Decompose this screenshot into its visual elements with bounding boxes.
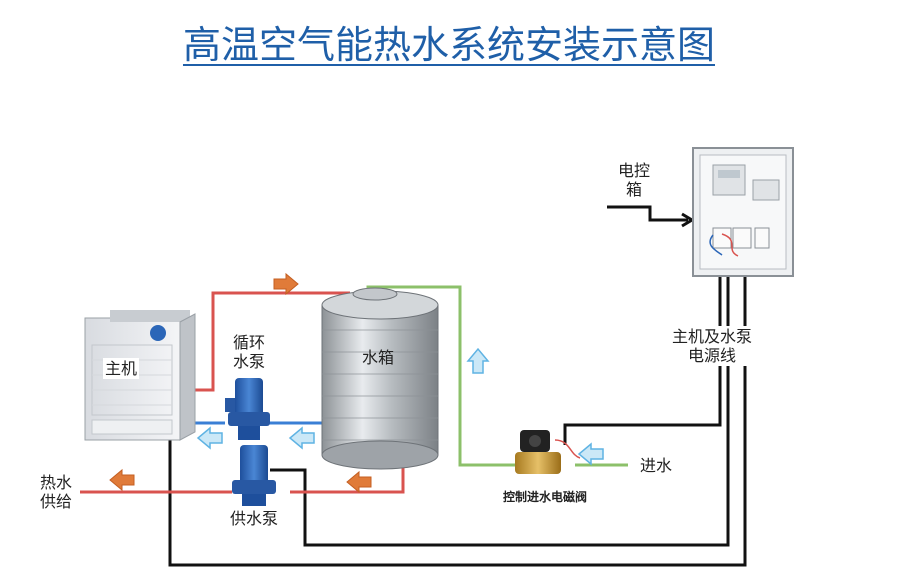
arrow-up-inlet [466, 347, 490, 374]
arrow-left-bottom [346, 470, 372, 494]
label-hot-water-supply: 热水 供给 [40, 473, 73, 511]
main-unit [84, 310, 196, 441]
label-water-inlet: 进水 [640, 456, 673, 475]
wire-to-supply-pump [270, 268, 730, 547]
control-box-input-wire [607, 205, 688, 222]
water-tank [321, 287, 439, 470]
solenoid-valve [515, 430, 581, 474]
label-supply-pump: 供水泵 [230, 509, 279, 528]
arrow-right-top [273, 272, 299, 296]
supply-pump [232, 445, 276, 506]
label-main-unit: 主机 [103, 358, 140, 379]
arrow-left-return-a [288, 426, 315, 450]
arrow-left-supply [109, 468, 135, 492]
label-control-box: 电控 箱 [618, 161, 651, 199]
blue-flow-arrows [196, 347, 604, 466]
label-solenoid-valve: 控制进水电磁阀 [503, 490, 588, 504]
unit-fan-icon [150, 325, 166, 341]
control-box [692, 147, 794, 277]
label-circulation-pump: 循环 水泵 [233, 333, 266, 371]
orange-flow-arrows [109, 272, 372, 494]
circulation-pump [225, 378, 270, 440]
label-power-lines: 主机及水泵 电源线 [670, 326, 755, 366]
arrow-left-inlet [577, 442, 604, 466]
hot-pipe-unit-to-tank [180, 291, 350, 392]
wire-to-main-unit [168, 268, 747, 567]
label-water-tank: 水箱 [362, 348, 395, 367]
diagram-title: 高温空气能热水系统安装示意图 [182, 23, 715, 67]
arrow-left-return-b [196, 426, 223, 450]
